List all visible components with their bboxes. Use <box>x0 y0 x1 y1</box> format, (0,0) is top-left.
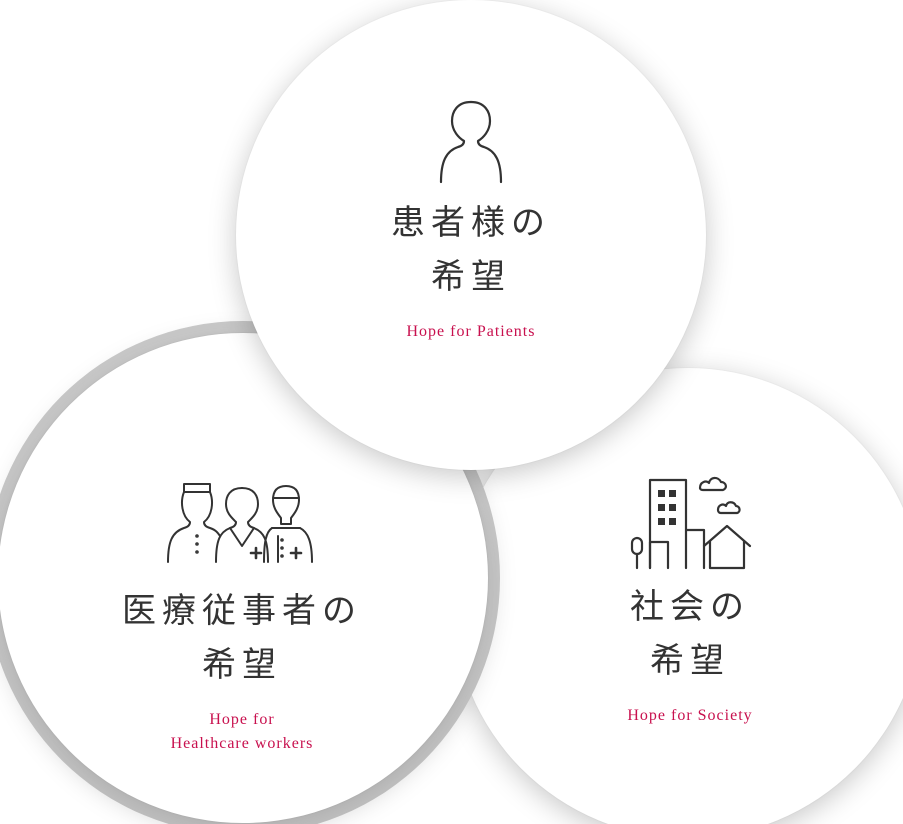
healthcare-workers-icon <box>117 480 367 566</box>
healthcare-workers-title-line1: 医療従事者の <box>122 591 362 631</box>
person-icon <box>371 96 571 188</box>
patients-title-line2: 希望 <box>431 257 511 297</box>
patients-circle <box>236 0 706 470</box>
society-title-line1: 社会の <box>630 587 750 627</box>
healthcare-workers-subtitle-line1: Hope for <box>209 711 275 728</box>
healthcare-workers-subtitle-line2: Healthcare workers <box>170 735 314 752</box>
healthcare-workers-title-line2: 希望 <box>202 645 282 685</box>
healthcare-workers-content: 医療従事者の 希望 Hope for Healthcare workers <box>117 480 367 756</box>
city-icon <box>590 470 790 574</box>
patients-title-line1: 患者様の <box>391 203 551 243</box>
society-content: 社会の 希望 Hope for Society <box>590 470 790 728</box>
patients-subtitle: Hope for Patients <box>406 323 536 340</box>
society-title-line2: 希望 <box>650 641 730 681</box>
patients-content: 患者様の 希望 Hope for Patients <box>371 96 571 344</box>
society-subtitle: Hope for Society <box>627 707 753 724</box>
